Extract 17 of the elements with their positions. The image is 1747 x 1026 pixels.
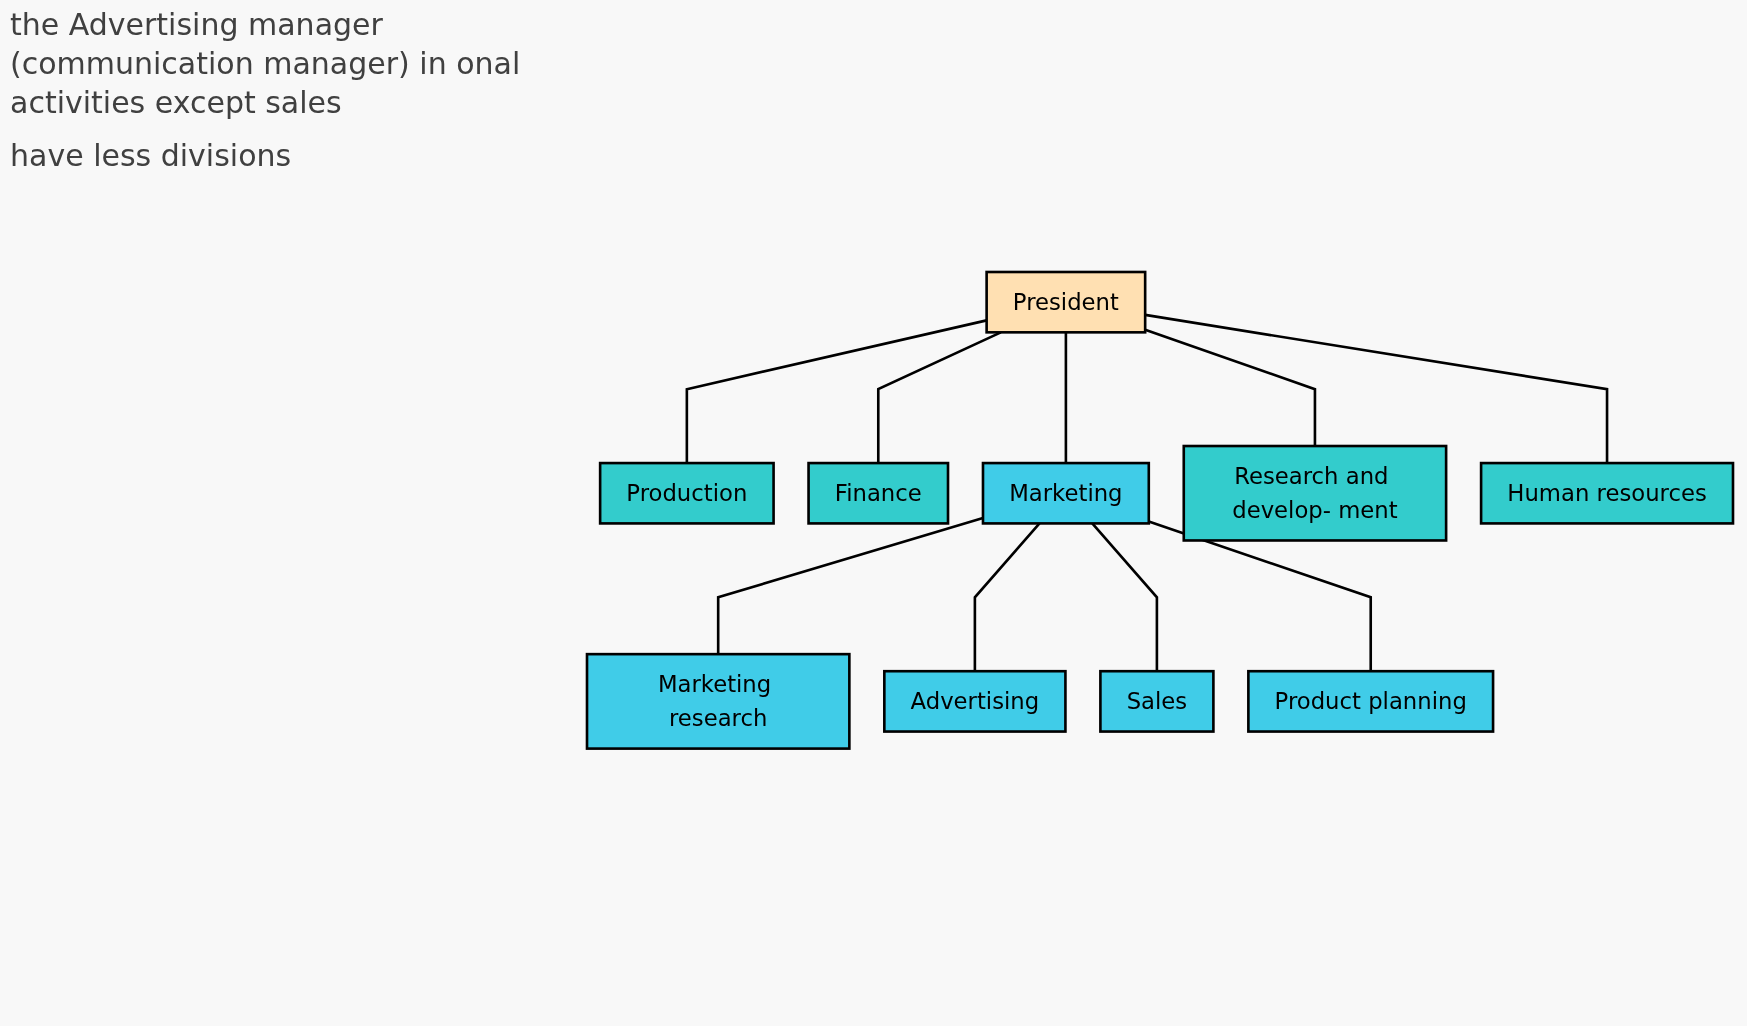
bullet-text: the Advertising manager (communication manager) in onal activities except sales — [10, 6, 522, 122]
node-box: President — [985, 270, 1147, 334]
bullet-text: have less divisions — [10, 137, 293, 175]
node-box: Finance — [807, 461, 950, 525]
node-box: Research and develop- ment — [1182, 444, 1448, 542]
node-box: Product planning — [1247, 669, 1495, 733]
node-box: Advertising — [883, 669, 1067, 733]
node-box: Production — [598, 461, 775, 525]
connector — [1144, 313, 1609, 463]
node-box: Sales — [1099, 669, 1215, 733]
node-box: Marketing — [981, 461, 1151, 525]
connector — [1064, 332, 1068, 463]
connector — [685, 318, 987, 463]
node-box: Marketing research — [585, 652, 851, 750]
connector — [1144, 328, 1317, 446]
connector — [1148, 520, 1373, 671]
node-box: Human resources — [1479, 461, 1735, 525]
